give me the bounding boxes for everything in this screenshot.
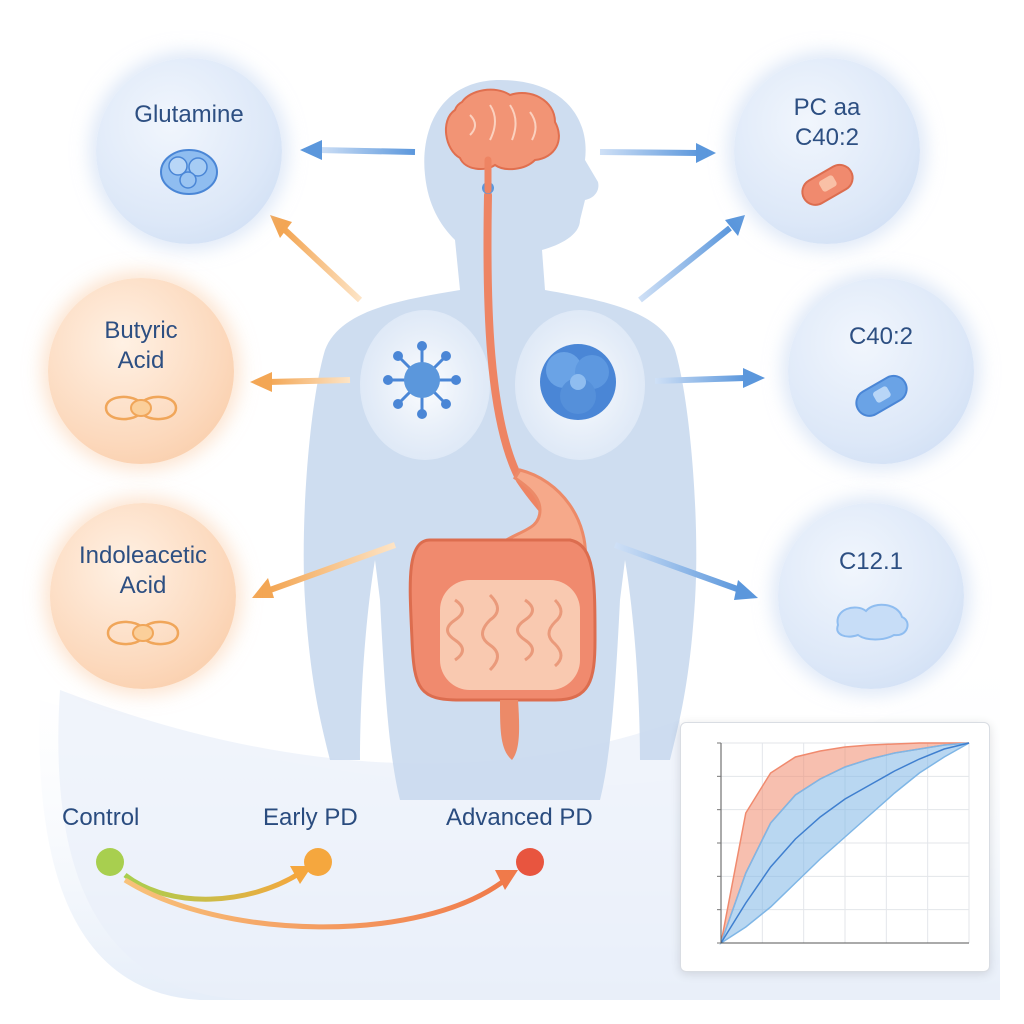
stage-label-early-pd: Early PD bbox=[263, 804, 358, 831]
intestine-icon bbox=[408, 538, 597, 760]
capsule-icon bbox=[801, 163, 854, 206]
molecule-icon bbox=[104, 395, 178, 421]
protein-icon bbox=[160, 149, 218, 195]
protein-icon bbox=[836, 603, 909, 641]
metabolite-label: Indoleacetic Acid bbox=[78, 542, 208, 599]
metabolite-indoleacetic-acid: Indoleacetic Acid bbox=[50, 503, 236, 689]
metabolite-label: Butyric Acid bbox=[104, 317, 178, 374]
metabolite-c40-2: C40:2 bbox=[788, 278, 974, 464]
metabolite-c12-1: C12.1 bbox=[778, 503, 964, 689]
area-chart bbox=[717, 742, 970, 945]
progress-arrow-control-early bbox=[123, 870, 302, 902]
protein-icon bbox=[540, 344, 616, 420]
progress-arrow-control-advanced bbox=[123, 877, 507, 930]
molecule-icon bbox=[106, 620, 180, 646]
brain-icon bbox=[444, 88, 560, 194]
virus-icon bbox=[383, 341, 461, 419]
metabolite-label: C40:2 bbox=[848, 323, 914, 350]
stage-label-control: Control bbox=[62, 804, 140, 831]
advanced-pd-dot bbox=[516, 848, 544, 876]
metabolite-label: Glutamine bbox=[134, 101, 244, 128]
human-silhouette bbox=[303, 80, 697, 800]
control-dot bbox=[96, 848, 124, 876]
background-panel bbox=[58, 690, 1001, 1000]
progress-arrowhead-early bbox=[290, 866, 312, 884]
stage-label-advanced-pd: Advanced PD bbox=[446, 804, 593, 831]
metabolite-label: PC aa C40:2 bbox=[793, 94, 861, 151]
flow-arrows bbox=[250, 140, 765, 600]
metabolite-glutamine: Glutamine bbox=[96, 58, 282, 244]
capsule-icon bbox=[855, 374, 908, 417]
progress-arrowhead-advanced bbox=[495, 870, 518, 890]
metabolite-butyric-acid: Butyric Acid bbox=[48, 278, 234, 464]
chart-card bbox=[680, 722, 990, 972]
series-line-1 bbox=[720, 742, 970, 944]
early-pd-dot bbox=[304, 848, 332, 876]
metabolite-label: C12.1 bbox=[838, 548, 904, 575]
metabolite-pc-aa-c40-2: PC aa C40:2 bbox=[734, 58, 920, 244]
